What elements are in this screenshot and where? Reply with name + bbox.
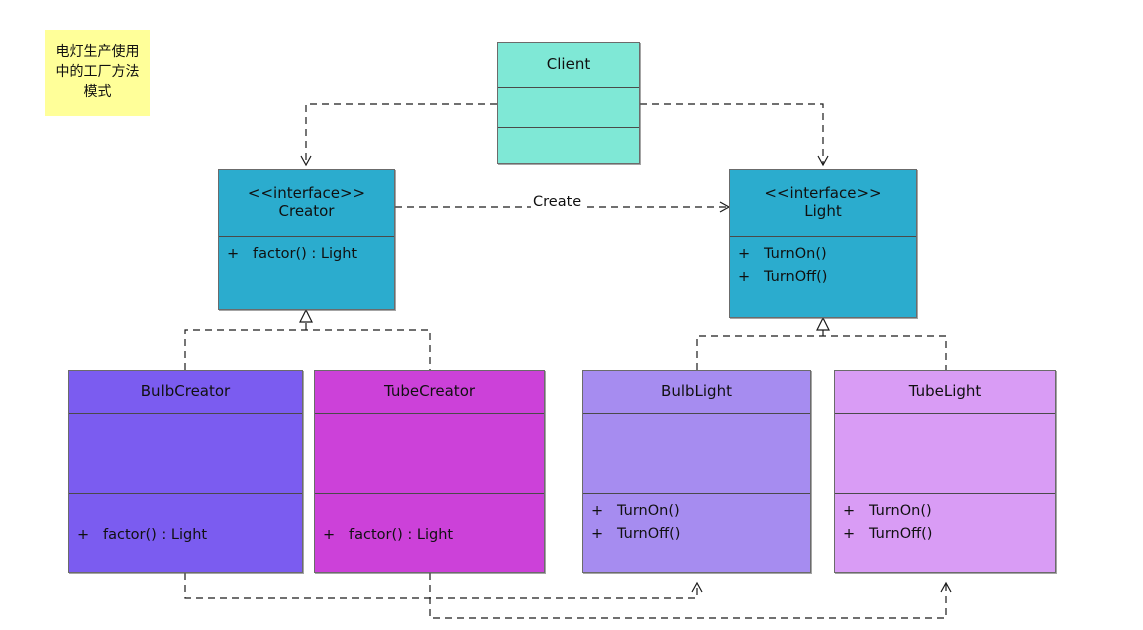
creator-operations-compartment: + factor() : Light <box>219 236 394 311</box>
tubelight-operation-1-visibility: + <box>843 526 856 543</box>
diagram-note: 电灯生产使用中的工厂方法模式 <box>45 30 150 116</box>
tubecreator-operation-0: + factor() : Light <box>315 500 544 547</box>
tubelight-operation-1-signature: TurnOff() <box>869 526 933 543</box>
creator-stereotype: <<interface>> <box>247 184 366 203</box>
bulblight-title-compartment: BulbLight <box>583 371 810 413</box>
bulblight-operation-0: + TurnOn() <box>583 500 810 523</box>
bulbcreator-attributes-compartment <box>69 413 302 493</box>
tubecreator-class-name: TubeCreator <box>383 382 476 401</box>
tubelight-operations-compartment: + TurnOn() + TurnOff() <box>835 493 1055 572</box>
tubecreator-attributes-compartment <box>315 413 544 493</box>
bulbcreator-title-compartment: BulbCreator <box>69 371 302 413</box>
class-node-light[interactable]: <<interface>> Light + TurnOn() + TurnOff… <box>729 169 917 318</box>
edge-lights-realize-light <box>696 316 947 370</box>
class-node-tubecreator[interactable]: TubeCreator + factor() : Light <box>314 370 545 573</box>
bulbcreator-operation-0: + factor() : Light <box>69 500 302 547</box>
bulblight-operations-compartment: + TurnOn() + TurnOff() <box>583 493 810 572</box>
bulbcreator-operations-compartment: + factor() : Light <box>69 493 302 572</box>
tubelight-class-name: TubeLight <box>908 382 982 401</box>
creator-operation-0-visibility: + <box>227 246 240 262</box>
light-operation-0-visibility: + <box>738 246 751 262</box>
edge-creators-realize-creator <box>184 308 431 370</box>
tubelight-attributes-compartment <box>835 413 1055 493</box>
bulblight-operation-0-signature: TurnOn() <box>617 503 680 519</box>
edge-label-create-text: Create <box>533 194 582 210</box>
edge-label-create: Create <box>531 194 584 210</box>
light-title-compartment: <<interface>> Light <box>730 170 916 236</box>
class-node-bulblight[interactable]: BulbLight + TurnOn() + TurnOff() <box>582 370 811 573</box>
light-stereotype: <<interface>> <box>764 184 882 203</box>
light-operation-0: + TurnOn() <box>730 243 916 266</box>
creator-title-compartment: <<interface>> Creator <box>219 170 394 236</box>
tubelight-operation-1: + TurnOff() <box>835 523 1055 546</box>
tubelight-operation-0: + TurnOn() <box>835 500 1055 523</box>
bulblight-operation-0-visibility: + <box>591 503 604 519</box>
bulblight-operation-1-visibility: + <box>591 526 604 543</box>
tubecreator-operation-0-signature: factor() : Light <box>349 527 454 543</box>
bulbcreator-operation-0-signature: factor() : Light <box>103 527 208 543</box>
tubecreator-operations-compartment: + factor() : Light <box>315 493 544 572</box>
bulblight-attributes-compartment <box>583 413 810 493</box>
bulbcreator-operation-0-visibility: + <box>77 527 90 543</box>
client-attributes-compartment <box>498 87 639 127</box>
bulblight-class-name: BulbLight <box>661 382 732 401</box>
diagram-note-text: 电灯生产使用中的工厂方法模式 <box>55 44 140 100</box>
bulbcreator-class-name: BulbCreator <box>140 382 231 401</box>
edge-tubecreator-to-tubelight <box>429 573 952 619</box>
tubelight-title-compartment: TubeLight <box>835 371 1055 413</box>
light-operation-1-signature: TurnOff() <box>764 269 828 286</box>
bulblight-operation-1: + TurnOff() <box>583 523 810 546</box>
light-class-name: Light <box>804 202 842 220</box>
tubecreator-title-compartment: TubeCreator <box>315 371 544 413</box>
class-node-bulbcreator[interactable]: BulbCreator + factor() : Light <box>68 370 303 573</box>
light-operations-compartment: + TurnOn() + TurnOff() <box>730 236 916 319</box>
class-node-tubelight[interactable]: TubeLight + TurnOn() + TurnOff() <box>834 370 1056 573</box>
edge-client-to-light <box>640 103 829 167</box>
client-class-name: Client <box>546 55 591 74</box>
tubecreator-operation-0-visibility: + <box>323 527 336 543</box>
edge-client-to-creator <box>300 103 497 167</box>
creator-operation-0: + factor() : Light <box>219 243 394 266</box>
creator-operation-0-signature: factor() : Light <box>253 246 358 262</box>
light-operation-1-visibility: + <box>738 269 751 286</box>
client-title-compartment: Client <box>498 43 639 87</box>
creator-class-name: Creator <box>278 202 335 220</box>
bulblight-operation-1-signature: TurnOff() <box>617 526 681 543</box>
edge-bulbcreator-to-bulblight <box>184 573 703 599</box>
tubelight-operation-0-signature: TurnOn() <box>869 503 932 519</box>
client-operations-compartment <box>498 127 639 165</box>
light-operation-1: + TurnOff() <box>730 266 916 289</box>
tubelight-operation-0-visibility: + <box>843 503 856 519</box>
light-operation-0-signature: TurnOn() <box>764 246 827 262</box>
class-node-creator[interactable]: <<interface>> Creator + factor() : Light <box>218 169 395 310</box>
class-node-client[interactable]: Client <box>497 42 640 164</box>
